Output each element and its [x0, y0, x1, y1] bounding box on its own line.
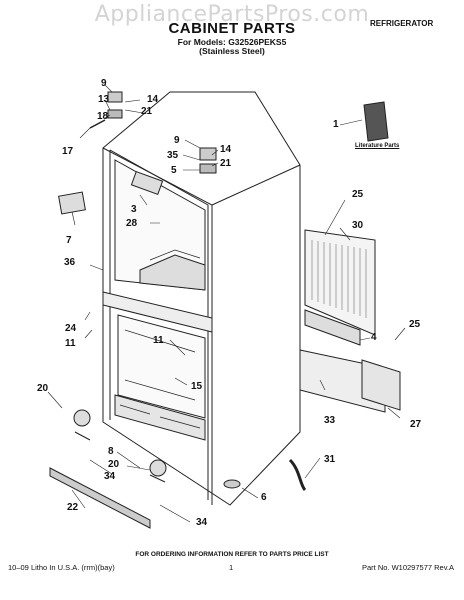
bracket-part [130, 170, 164, 196]
part-number: Part No. W10297577 Rev.A [362, 563, 454, 572]
side-panel [304, 309, 361, 346]
mullion [102, 291, 213, 333]
callout-4: 4 [371, 332, 377, 343]
callout-25: 25 [352, 189, 364, 200]
callout-9: 9 [174, 135, 180, 146]
callout-35: 35 [167, 150, 179, 161]
top-hinge-left [107, 91, 123, 103]
leveling-leg-left [73, 409, 91, 427]
callout-15: 15 [191, 381, 203, 392]
callout-31: 31 [324, 454, 336, 465]
callout-1: 1 [333, 119, 339, 130]
ordering-note: FOR ORDERING INFORMATION REFER TO PARTS … [135, 551, 329, 558]
plug [223, 479, 241, 489]
page-number: 1 [229, 563, 234, 572]
callout-25: 25 [409, 319, 421, 330]
callout-22: 22 [67, 502, 79, 513]
callout-8: 8 [108, 446, 114, 457]
access-plate [361, 359, 401, 411]
control-box [58, 191, 86, 215]
callout-6: 6 [261, 492, 267, 503]
category-label: REFRIGERATOR [370, 19, 434, 28]
callout-18: 18 [97, 111, 109, 122]
callout-11: 11 [65, 338, 76, 349]
callout-24: 24 [65, 323, 77, 334]
litho-info: 10–09 Litho In U.S.A. (rrm)(bay) [8, 563, 115, 572]
callout-20: 20 [108, 459, 120, 470]
models-line: For Models: G32526PEKS5 [177, 37, 287, 47]
leveling-leg-right [149, 459, 167, 477]
rear-grille-panel [304, 229, 376, 336]
literature-booklet [363, 101, 389, 142]
callout-11: 11 [153, 335, 164, 346]
callout-27: 27 [410, 419, 422, 430]
callout-17: 17 [62, 146, 74, 157]
literature-parts-label: Literature Parts [355, 143, 400, 149]
water-tube [288, 458, 307, 492]
callout-14: 14 [220, 144, 232, 155]
callout-9: 9 [101, 78, 107, 89]
finish-line: (Stainless Steel) [199, 46, 265, 56]
watermark: AppliancePartsPros.com [94, 2, 370, 27]
callout-7: 7 [66, 235, 72, 246]
callout-21: 21 [220, 158, 232, 169]
callout-34: 34 [104, 471, 116, 482]
page-title: CABINET PARTS [168, 20, 296, 37]
callout-33: 33 [324, 415, 336, 426]
callout-30: 30 [352, 220, 364, 231]
toe-grille [49, 467, 151, 529]
callout-5: 5 [171, 165, 177, 176]
callout-28: 28 [126, 218, 138, 229]
callout-34: 34 [196, 517, 208, 528]
callout-21: 21 [141, 106, 153, 117]
callout-14: 14 [147, 94, 159, 105]
callout-13: 13 [98, 94, 110, 105]
callout-20: 20 [37, 383, 49, 394]
callout-3: 3 [131, 204, 137, 215]
top-hinge-right [199, 147, 217, 161]
callout-36: 36 [64, 257, 76, 268]
